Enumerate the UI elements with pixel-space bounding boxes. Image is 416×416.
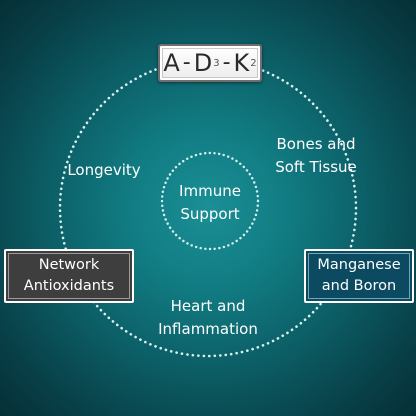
center-label-line1: Immune: [179, 182, 241, 200]
vitamin-a-letter: A: [163, 49, 180, 77]
manganese-box-line2: and Boron: [321, 278, 397, 294]
inner-dotted-ring: [160, 151, 260, 251]
heart-label-line2: Inflammation: [158, 320, 258, 338]
center-label: Immune Support: [160, 180, 260, 226]
center-label-line2: Support: [180, 205, 240, 223]
vitamin-d-subscript: 3: [213, 57, 220, 69]
vitamin-k-letter: K: [233, 49, 250, 77]
bones-label-line1: Bones and: [276, 135, 356, 153]
network-box-line2: Antioxidants: [23, 278, 115, 294]
longevity-label: Longevity: [67, 161, 141, 179]
network-antioxidants-box: Network Antioxidants: [4, 249, 134, 303]
vitamin-k-subscript: 2: [250, 57, 257, 69]
heart-label: Heart and Inflammation: [152, 295, 264, 341]
outer-dotted-ring: [58, 58, 358, 358]
vitamin-d-letter: D: [193, 49, 213, 77]
heart-label-line1: Heart and: [170, 297, 246, 315]
manganese-box-line1: Manganese: [317, 257, 401, 273]
manganese-boron-box: Manganese and Boron: [304, 249, 414, 303]
bones-label: Bones and Soft Tissue: [266, 133, 366, 179]
network-box-line1: Network: [38, 257, 100, 273]
bones-label-line2: Soft Tissue: [275, 158, 357, 176]
